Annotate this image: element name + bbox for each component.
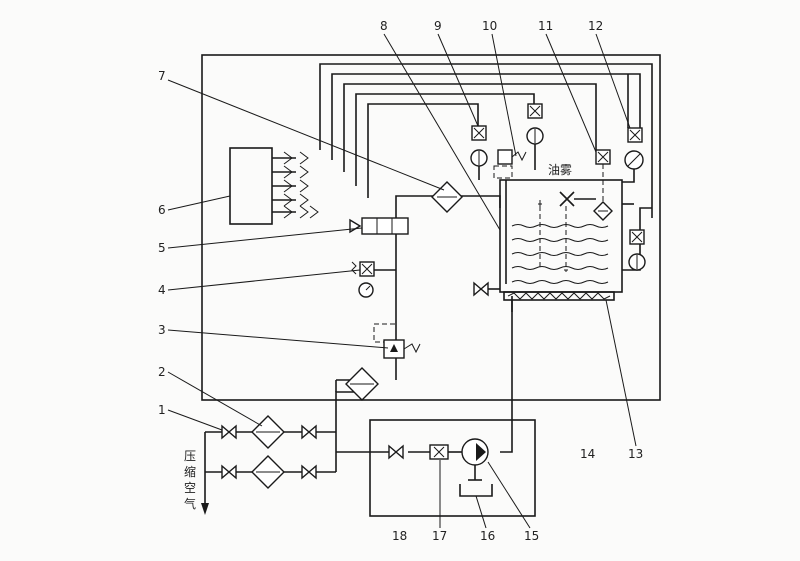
pump bbox=[459, 438, 493, 497]
label-2: 2 bbox=[158, 365, 166, 379]
internal-tubes bbox=[538, 200, 568, 272]
label-3: 3 bbox=[158, 323, 166, 337]
relay-symbols bbox=[283, 151, 319, 219]
oil-surface bbox=[511, 224, 609, 284]
label-15: 15 bbox=[524, 529, 539, 543]
label-12: 12 bbox=[588, 19, 603, 33]
pressure-regulator bbox=[373, 323, 421, 359]
pump-box bbox=[369, 419, 536, 517]
label-13: 13 bbox=[628, 447, 643, 461]
number-labels: 1 2 3 4 5 6 7 8 9 10 11 12 13 14 15 16 1… bbox=[158, 19, 643, 543]
outer-frame bbox=[201, 54, 661, 401]
leader-lines bbox=[167, 33, 637, 529]
shutoff-valve bbox=[221, 281, 489, 480]
label-1: 1 bbox=[158, 403, 166, 417]
label-4: 4 bbox=[158, 283, 166, 297]
controller-box bbox=[229, 147, 273, 225]
mist-nozzle bbox=[559, 191, 596, 207]
label-16: 16 bbox=[480, 529, 495, 543]
compressed-air-char-1: 压 bbox=[184, 449, 196, 463]
level-switch bbox=[593, 149, 613, 221]
label-17: 17 bbox=[432, 529, 447, 543]
label-8: 8 bbox=[380, 19, 388, 33]
filter bbox=[251, 181, 463, 489]
heater-valve bbox=[493, 149, 527, 179]
label-6: 6 bbox=[158, 203, 166, 217]
label-10: 10 bbox=[482, 19, 497, 33]
signal-lines bbox=[272, 63, 653, 218]
label-18: 18 bbox=[392, 529, 407, 543]
supply-arrow bbox=[201, 503, 209, 515]
label-14: 14 bbox=[580, 447, 595, 461]
compressed-air-label: 压 缩 空 气 bbox=[184, 449, 196, 511]
oil-mist-label: 油雾 bbox=[548, 163, 572, 177]
label-7: 7 bbox=[158, 69, 166, 83]
solenoid-valve bbox=[349, 217, 409, 235]
oil-tank bbox=[499, 179, 641, 312]
pressure-sensor-9 bbox=[470, 125, 488, 180]
label-9: 9 bbox=[434, 19, 442, 33]
pressure-sensor-12 bbox=[622, 127, 644, 183]
compressed-air-char-4: 气 bbox=[184, 496, 196, 511]
label-11: 11 bbox=[538, 19, 553, 33]
compressed-air-char-3: 空 bbox=[184, 481, 196, 495]
pressure-switch bbox=[351, 261, 375, 298]
pressure-sensor-lower bbox=[628, 229, 646, 271]
label-5: 5 bbox=[158, 241, 166, 255]
compressed-air-char-2: 缩 bbox=[184, 464, 196, 479]
temperature-sensor-10 bbox=[526, 103, 544, 170]
check-valve bbox=[429, 444, 449, 460]
